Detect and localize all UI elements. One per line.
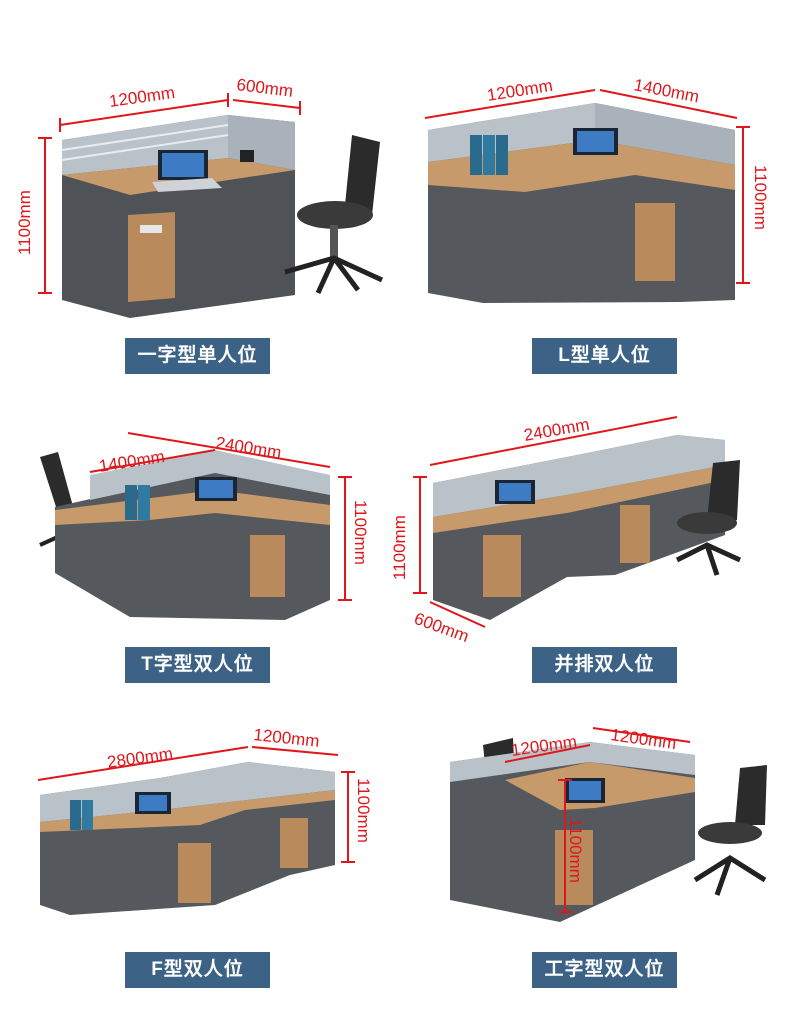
dimension-label-depth: 1400mm xyxy=(632,75,701,106)
office-chair xyxy=(284,135,384,295)
dimension-label-height: 1100mm xyxy=(751,165,770,230)
product-label: 工字型双人位 xyxy=(532,952,677,988)
desk-unit xyxy=(433,435,725,620)
dimension-height: 1100mm xyxy=(558,779,585,913)
office-chair xyxy=(693,765,767,896)
dimension-label-height: 1100mm xyxy=(354,778,373,843)
dimension-depth: 600mm xyxy=(232,75,301,115)
desk-unit xyxy=(55,450,330,620)
dimension-height: 1100mm xyxy=(736,126,770,284)
dimension-height: 1100mm xyxy=(338,476,370,601)
dimension-height: 1100mm xyxy=(390,476,427,594)
product-label: F型双人位 xyxy=(125,952,270,988)
dimension-label-height: 1100mm xyxy=(390,515,409,580)
dimension-height: 1100mm xyxy=(341,771,373,863)
dimension-label-height: 1100mm xyxy=(15,190,34,255)
desk-illustration-t-double: 2400mm 1400mm 1100mm xyxy=(39,432,370,620)
product-panel-l-single: 1200mm 1400mm 1100mm L型单人位 xyxy=(395,0,790,390)
dimension-label-depth: 600mm xyxy=(236,75,295,101)
desk-unit xyxy=(61,115,295,318)
product-panel-f-double: 2800mm 1200mm 1100mm F型双人位 xyxy=(0,700,395,1009)
product-panel-side-by-side-double: 2400mm 1100mm 600mm 并排双人位 xyxy=(390,395,790,700)
desk-illustration-h-double: 1200mm 1200mm 1100mm xyxy=(450,725,767,922)
desk-illustration-side-by-side-double: 2400mm 1100mm 600mm xyxy=(390,415,742,646)
dimension-label-width: 1200mm xyxy=(486,76,554,105)
dimension-label-width: 1200mm xyxy=(108,83,176,111)
product-panel-h-double: 1200mm 1200mm 1100mm 工字型双人位 xyxy=(395,700,790,1009)
desk-unit xyxy=(40,762,335,915)
dimension-label-height: 1100mm xyxy=(566,818,585,883)
product-label: L型单人位 xyxy=(532,338,677,374)
desk-unit xyxy=(428,103,735,303)
desk-illustration-l-single: 1200mm 1400mm 1100mm xyxy=(424,75,770,303)
dimension-label-height: 1100mm xyxy=(351,500,370,565)
desk-illustration-f-double: 2800mm 1200mm 1100mm xyxy=(37,725,373,915)
product-label: 并排双人位 xyxy=(532,647,677,683)
dimension-label-depth: 600mm xyxy=(412,609,472,646)
product-panel-straight-single: 1200mm 600mm 1100mm 一字型单人位 xyxy=(0,0,395,390)
desk-unit xyxy=(450,742,695,922)
office-chair xyxy=(675,460,742,576)
product-label: T字型双人位 xyxy=(125,647,270,683)
dimension-depth: 1200mm xyxy=(251,725,339,756)
dimension-label-width: 2800mm xyxy=(106,744,174,772)
product-panel-t-double: 2400mm 1400mm 1100mm T字型双人位 xyxy=(0,395,395,700)
dimension-height: 1100mm xyxy=(15,137,52,294)
desk-illustration-straight-single: 1200mm 600mm 1100mm xyxy=(15,75,384,318)
product-label: 一字型单人位 xyxy=(125,338,270,374)
